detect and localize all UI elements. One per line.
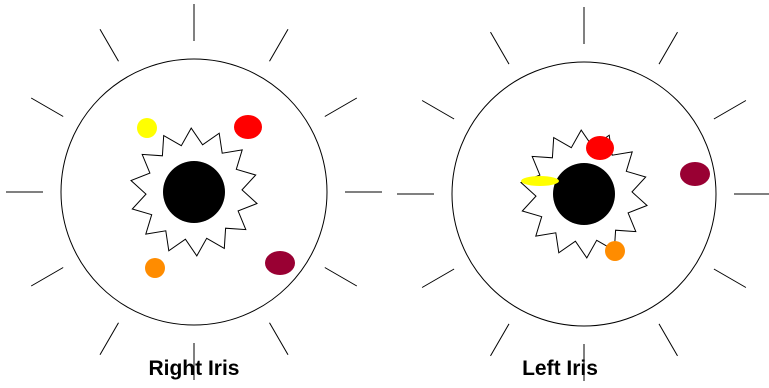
right-iris-yellow-spot — [137, 118, 157, 138]
iris-ray-line — [658, 31, 678, 65]
right-iris-orange-spot — [145, 258, 165, 278]
iris-ray-line — [324, 97, 358, 117]
left-iris-pupil — [553, 163, 615, 225]
right-iris-rays — [6, 4, 382, 380]
left-iris-figure: Left Iris — [397, 7, 769, 381]
right-iris-outline — [60, 58, 328, 326]
iris-ray-line — [30, 97, 64, 117]
iris-ray-line — [490, 31, 510, 65]
iris-ray-line — [490, 323, 510, 357]
iris-ray-line — [713, 268, 747, 288]
left-iris-orange-spot — [605, 241, 625, 261]
left-iris-collarette — [520, 129, 648, 259]
iris-ray-line — [269, 322, 289, 356]
iris-ray-line — [99, 322, 119, 356]
right-iris-collarette — [130, 127, 258, 257]
left-iris-rays — [397, 7, 769, 381]
left-iris-label: Left Iris — [522, 357, 598, 380]
iris-ray-line — [713, 100, 747, 120]
iris-ray-line — [99, 28, 119, 62]
left-iris-maroon-spot — [680, 162, 710, 186]
right-iris-figure: Right Iris — [6, 4, 382, 380]
iris-ray-line — [421, 268, 455, 288]
right-iris-maroon-spot — [265, 251, 295, 275]
right-iris-label: Right Iris — [148, 357, 239, 380]
iris-ray-line — [658, 323, 678, 357]
left-iris-outline — [451, 61, 717, 327]
right-iris-pupil — [163, 161, 225, 223]
right-iris-red-spot — [234, 115, 262, 139]
left-iris-yellow-spot — [521, 176, 559, 186]
iris-ray-line — [269, 28, 289, 62]
left-iris-red-spot — [586, 136, 614, 160]
iris-ray-line — [421, 100, 455, 120]
iris-ray-line — [30, 267, 64, 287]
iris-ray-line — [324, 267, 358, 287]
